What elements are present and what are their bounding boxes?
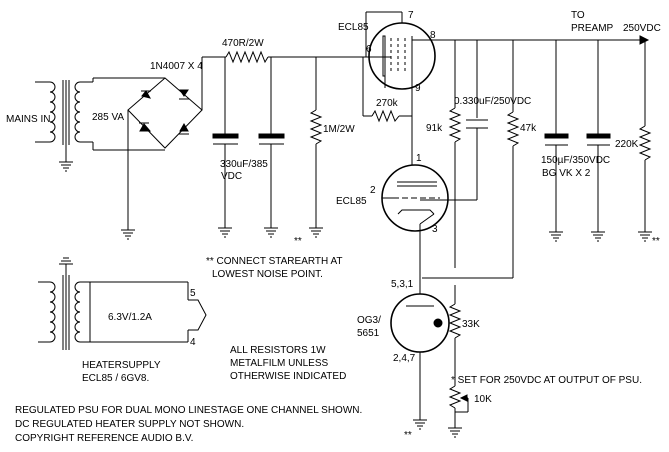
output-rail [454, 35, 650, 134]
transformer-rating: 285 VA [92, 112, 124, 123]
footer-line-3: COPYRIGHT REFERENCE AUDIO B.V. [15, 433, 193, 444]
capacitor-330uf [212, 133, 239, 238]
capacitor-150uf-a [544, 133, 569, 242]
resistor-note-3: OTHERWISE INDICATED [230, 371, 346, 382]
resistor-note-2: METALFILM UNLESS [230, 358, 328, 369]
cap-0330-label: 0.330uF/250VDC [454, 96, 531, 107]
heater-pin-5: 5 [190, 288, 196, 299]
potentiometer-10k [448, 385, 469, 438]
og3-name-1: OG3/ [357, 315, 381, 326]
resistor-270k [362, 57, 412, 123]
resistor-91k [448, 107, 462, 268]
output-voltage-label: 250VDC [623, 23, 661, 34]
cap-150-label-b: BG VK X 2 [542, 168, 591, 179]
mains-in-label: MAINS IN [6, 114, 50, 125]
set-note: * SET FOR 250VDC AT OUTPUT OF PSU. [451, 375, 642, 386]
cap1-label: 330uF/385 [220, 159, 268, 170]
tube-bottom-label: ECL85 [336, 196, 367, 207]
og3-pins-bottom: 2,4,7 [393, 353, 416, 364]
og3-name-2: 5651 [357, 328, 380, 339]
star-note-1: ** CONNECT STAREARTH AT [206, 256, 343, 267]
footer-line-2: DC REGULATED HEATER SUPPLY NOT SHOWN. [15, 419, 244, 430]
pin-1-label: 1 [416, 153, 422, 164]
heatersupply-label-1: HEATERSUPPLY [82, 360, 161, 371]
resistor-note-1: ALL RESISTORS 1W [230, 345, 326, 356]
power-transformer [35, 77, 165, 172]
pin-6-label: 6 [366, 44, 372, 55]
tube-ecl85-pentode [365, 11, 465, 165]
pin-8-label: 8 [430, 30, 436, 41]
pin-9-label: 9 [415, 83, 421, 94]
footer-line-1: REGULATED PSU FOR DUAL MONO LINESTAGE ON… [15, 405, 362, 416]
resistor-1m [309, 109, 323, 238]
r-91k-label: 91k [426, 123, 443, 134]
bridge-label: 1N4007 X 4 [150, 61, 203, 72]
r-270k-label: 270k [376, 98, 399, 109]
pin-7-label: 7 [408, 10, 414, 21]
r-47k-label: 47k [520, 123, 537, 134]
r-10k-label: 10K [474, 394, 492, 405]
star-mark-2: ** [652, 236, 660, 247]
tube-top-label: ECL85 [338, 22, 369, 33]
star-mark-3: ** [404, 430, 412, 441]
star-note-2: LOWEST NOISE POINT. [212, 269, 323, 280]
tube-ecl85-triode [381, 164, 449, 285]
heater-transformer [38, 257, 207, 350]
resistor-47k [422, 111, 520, 279]
cap-150-label: 150µF/350VDC [541, 155, 610, 166]
og3-pins-top: 5,3,1 [391, 279, 414, 290]
r-1m-label: 1M/2W [323, 124, 355, 135]
r-33k-label: 33K [462, 319, 480, 330]
cap1-vdc-label: VDC [221, 171, 242, 182]
r-470r-label: 470R/2W [222, 38, 264, 49]
to-preamp-label-2: PREAMP [571, 23, 614, 34]
pin-2-label: 2 [370, 185, 376, 196]
capacitor-330uf-b [258, 133, 285, 238]
heater-rating: 6.3V/1.2A [108, 312, 152, 323]
heater-pin-4: 4 [190, 337, 196, 348]
resistor-220k [638, 125, 652, 242]
heatersupply-label-2: ECL85 / 6GV8. [82, 373, 149, 384]
b-plus-rail [202, 50, 369, 136]
pin-3-label: 3 [432, 224, 438, 235]
star-mark-1: ** [294, 236, 302, 247]
to-preamp-label-1: TO [571, 10, 585, 21]
capacitor-150uf-b [586, 133, 611, 242]
resistor-33k [448, 285, 462, 386]
r-220k-label: 220K [615, 139, 639, 150]
bridge-rectifier [121, 57, 203, 240]
